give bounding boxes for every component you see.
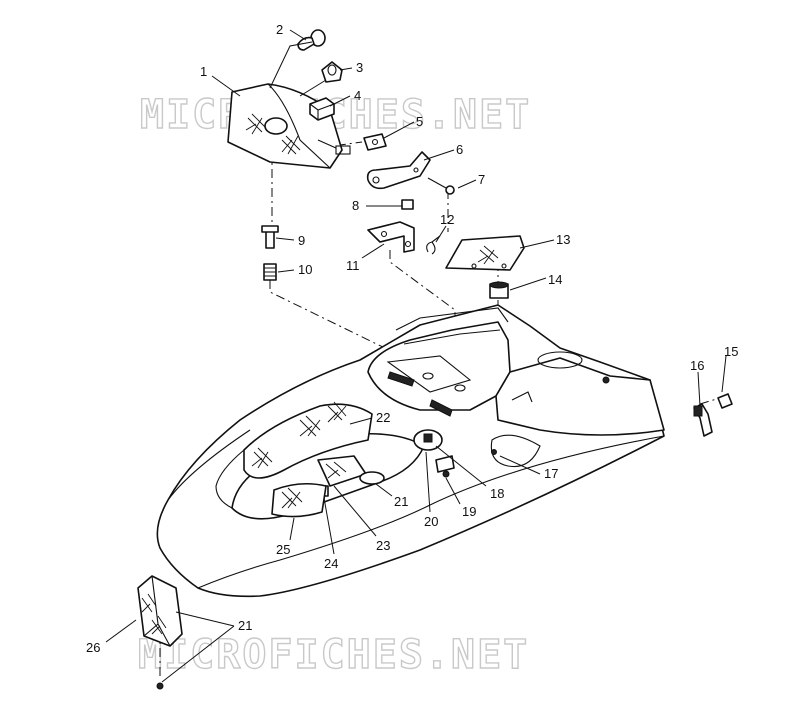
part-pin [261,225,279,249]
part-angle-bracket [367,221,415,253]
callout-6: 6 [456,142,463,157]
callout-12: 12 [440,212,454,227]
callout-18: 18 [490,486,504,501]
callout-13: 13 [556,232,570,247]
callout-16: 16 [690,358,704,373]
watermark-top: MICROFICHES.NET [140,92,531,138]
part-nut [401,199,414,210]
part-knob [717,393,733,409]
part-screw [427,177,455,195]
part-bracket [366,151,431,190]
callout-17: 17 [544,466,558,481]
callout-11: 11 [346,258,360,273]
part-tow-bracket [137,575,183,690]
part-hull [156,304,665,598]
callout-15: 15 [724,344,738,359]
callout-14: 14 [548,272,562,287]
part-grommet [489,281,509,299]
part-plate [363,133,387,151]
part-bulb [269,29,326,89]
callout-3: 3 [356,60,363,75]
watermark-bottom: MICROFICHES.NET [138,632,529,678]
callout-23: 23 [376,538,390,553]
callout-8: 8 [352,198,359,213]
callout-10: 10 [298,262,312,277]
callout-21-hull: 21 [394,494,408,509]
callout-4: 4 [354,88,361,103]
part-hatch-cover [445,235,525,271]
callout-7: 7 [478,172,485,187]
part-latch [693,403,713,437]
callout-25: 25 [276,542,290,557]
callout-5: 5 [416,114,423,129]
leader-lines [105,29,727,683]
callout-labels: 1 2 3 4 5 6 7 8 9 10 11 12 13 14 15 16 1… [86,22,738,655]
callout-19: 19 [462,504,476,519]
part-clip [426,235,441,255]
callout-21-bracket: 21 [238,618,252,633]
part-socket [299,61,343,97]
callout-24: 24 [324,556,338,571]
part-connector [309,97,335,121]
callout-22: 22 [376,410,390,425]
callout-26: 26 [86,640,100,655]
callout-9: 9 [298,233,305,248]
callout-2: 2 [276,22,283,37]
callout-20: 20 [424,514,438,529]
part-spring [263,263,277,281]
callout-1: 1 [200,64,207,79]
